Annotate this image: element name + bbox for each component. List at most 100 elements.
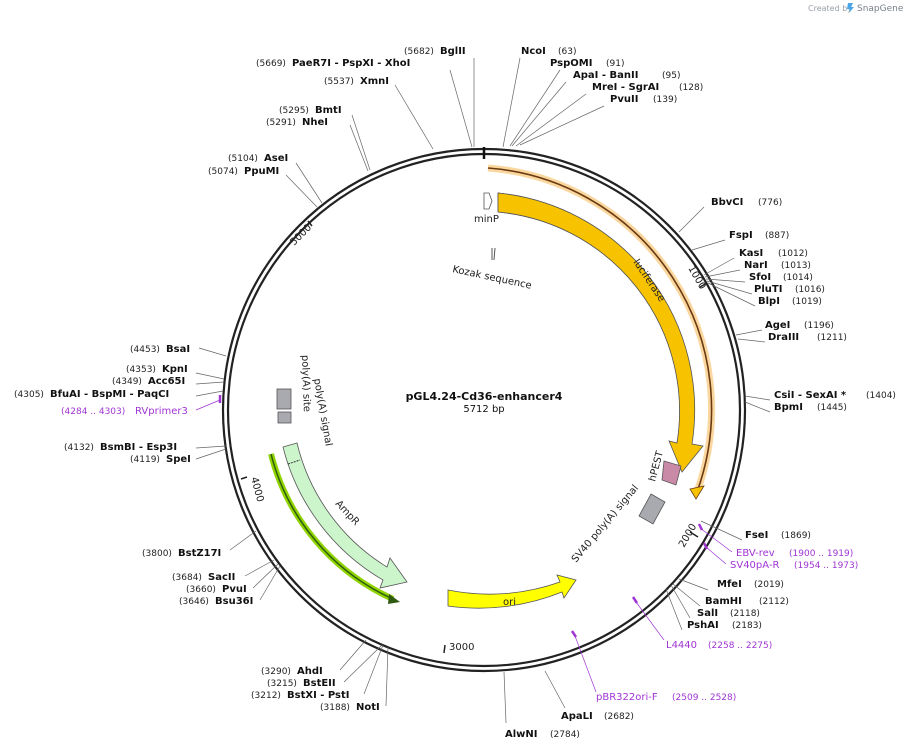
site-spei[interactable]: (4119)SpeI — [130, 454, 191, 465]
site-bamhi[interactable]: BamHI(2112) — [705, 596, 789, 607]
svg-text:FspI: FspI — [729, 230, 753, 241]
svg-text:(2258 .. 2275): (2258 .. 2275) — [708, 641, 772, 651]
site-sali[interactable]: SalI(2118) — [697, 608, 760, 619]
site-paer7i-pspxi-xhoi[interactable]: (5669)PaeR7I - PspXI - XhoI — [256, 58, 410, 69]
site-pspomi[interactable]: PspOMI(91) — [550, 58, 624, 69]
svg-text:BpmI: BpmI — [774, 402, 803, 413]
site-alwni[interactable]: AlwNI(2784) — [505, 729, 580, 740]
site-bsteii[interactable]: (3215) BstEII — [267, 678, 336, 689]
primer-ebv-rev[interactable]: EBV-rev(1900 .. 1919) — [736, 548, 853, 559]
sv40-box — [638, 493, 666, 525]
site-acc65i[interactable]: (4349)Acc65I — [112, 376, 185, 387]
site-sacii[interactable]: (3684) SacII — [172, 572, 235, 583]
svg-text:(3684): (3684) — [172, 573, 202, 583]
site-pluti[interactable]: PluTI(1016) — [754, 284, 825, 295]
svg-text:(776): (776) — [758, 198, 782, 208]
svg-text:(1869): (1869) — [781, 531, 811, 541]
site-bglii[interactable]: (5682)BglII — [404, 46, 466, 57]
svg-text:PspOMI: PspOMI — [550, 58, 592, 69]
svg-text:(5669): (5669) — [256, 59, 286, 69]
minp-arrow — [483, 192, 493, 210]
svg-text:(887): (887) — [765, 231, 789, 241]
site-bstz17i[interactable]: (3800)BstZ17I — [142, 548, 221, 559]
svg-text:BsmBI - Esp3I: BsmBI - Esp3I — [100, 442, 177, 453]
site-pshai[interactable]: PshAI(2183) — [687, 620, 762, 631]
site-bsu36i[interactable]: (3646)Bsu36I — [179, 596, 253, 607]
site-bsmbi-esp3i[interactable]: (4132)BsmBI - Esp3I — [64, 442, 177, 453]
svg-text:EBV-rev: EBV-rev — [736, 548, 775, 559]
polya-signal-box — [277, 411, 292, 424]
primer-sv40pa-r[interactable]: SV40pA-R(1954 .. 1973) — [730, 560, 858, 571]
site-ahdi[interactable]: (3290)AhdI — [261, 666, 323, 677]
site-bpmi[interactable]: BpmI (1445) — [774, 402, 847, 413]
svg-text:(3646): (3646) — [179, 597, 209, 607]
svg-text:(1211): (1211) — [817, 333, 847, 343]
svg-text:(3212): (3212) — [251, 691, 281, 701]
svg-text:L4440: L4440 — [666, 640, 697, 651]
site-agei[interactable]: AgeI (1196) — [765, 320, 834, 331]
svg-text:SpeI: SpeI — [166, 454, 191, 465]
primer-rvprimer3[interactable]: (4284 .. 4303)RVprimer3 — [61, 406, 188, 417]
site-fsei[interactable]: FseI(1869) — [745, 530, 811, 541]
svg-text:NcoI: NcoI — [521, 46, 546, 57]
svg-text:(5104): (5104) — [228, 154, 258, 164]
site-bbvci[interactable]: BbvCI (776) — [711, 197, 782, 208]
site-kasi[interactable]: KasI(1012) — [739, 248, 808, 259]
site-bstxi-psti[interactable]: (3212)BstXI - PstI — [251, 690, 350, 701]
svg-text:AgeI: AgeI — [765, 320, 790, 331]
site-mrei-sgrai[interactable]: MreI - SgrAI(128) — [592, 82, 703, 93]
svg-text:(3290): (3290) — [261, 667, 291, 677]
site-pvui[interactable]: (3660) PvuI — [186, 584, 247, 595]
svg-text:BstEII: BstEII — [303, 678, 336, 689]
site-bmti[interactable]: (5295)BmtI — [279, 105, 342, 116]
svg-text:SalI: SalI — [697, 608, 718, 619]
ori-label: ori — [503, 597, 516, 608]
site-noti[interactable]: (3188)NotI — [320, 702, 380, 713]
site-fspi[interactable]: FspI (887) — [729, 230, 789, 241]
site-bfuai-bspmi-paqci[interactable]: (4305)BfuAI - BspMI - PaqCI — [14, 389, 169, 400]
svg-text:PvuI: PvuI — [222, 584, 247, 595]
svg-text:(1404): (1404) — [866, 391, 896, 401]
svg-text:ApaLI: ApaLI — [561, 711, 593, 722]
svg-text:(3215): (3215) — [267, 679, 297, 689]
site-kpni[interactable]: (4353)KpnI — [126, 364, 188, 375]
site-xmni[interactable]: (5537)XmnI — [324, 76, 389, 87]
site-draiii[interactable]: DraIII (1211) — [768, 332, 847, 343]
leader-lines — [195, 57, 771, 724]
site-pvuii[interactable]: PvuII(139) — [610, 94, 677, 105]
svg-text:(3660): (3660) — [186, 585, 216, 595]
svg-text:BbvCI: BbvCI — [711, 197, 743, 208]
svg-text:DraIII: DraIII — [768, 332, 799, 343]
site-apali[interactable]: ApaLI(2682) — [561, 711, 634, 722]
site-nari[interactable]: NarI(1013) — [744, 260, 811, 271]
site-apai-banii[interactable]: ApaI - BanII(95) — [573, 70, 680, 81]
svg-text:(95): (95) — [662, 71, 680, 81]
right-sites: NcoI(63) PspOMI(91) ApaI - BanII(95) Mre… — [505, 46, 896, 740]
site-asei[interactable]: (5104)AseI — [228, 153, 288, 164]
svg-text:5000: 5000 — [288, 222, 314, 248]
svg-text:(1196): (1196) — [804, 321, 834, 331]
site-csii-sexai[interactable]: CsiI - SexAI *(1404) — [774, 390, 896, 401]
site-blpi[interactable]: BlpI(1019) — [758, 296, 822, 307]
site-sfoi[interactable]: SfoI(1014) — [749, 272, 813, 283]
svg-text:KpnI: KpnI — [162, 364, 188, 375]
svg-text:(1445): (1445) — [817, 403, 847, 413]
svg-text:RVprimer3: RVprimer3 — [135, 406, 188, 417]
site-ncoi[interactable]: NcoI(63) — [521, 46, 576, 57]
svg-text:NotI: NotI — [356, 702, 380, 713]
primer-pbr322ori-f[interactable]: pBR322ori-F(2509 .. 2528) — [596, 692, 736, 703]
primer-labels: (4284 .. 4303)RVprimer3 EBV-rev(1900 .. … — [61, 406, 858, 703]
svg-text:(2183): (2183) — [732, 621, 762, 631]
svg-text:(2784): (2784) — [550, 730, 580, 740]
polya-site-box — [276, 388, 292, 410]
site-ppumi[interactable]: (5074)PpuMI — [208, 166, 279, 177]
svg-text:SacII: SacII — [208, 572, 235, 583]
primer-l4440[interactable]: L4440 (2258 .. 2275) — [666, 640, 772, 651]
site-bsai[interactable]: (4453)BsaI — [130, 344, 190, 355]
svg-text:PpuMI: PpuMI — [244, 166, 279, 177]
credit-prefix: Created by — [808, 4, 852, 13]
site-nhei[interactable]: (5291)NheI — [266, 117, 328, 128]
svg-text:MreI - SgrAI: MreI - SgrAI — [592, 82, 659, 93]
snapgene-logo-icon — [847, 3, 854, 13]
site-mfei[interactable]: MfeI(2019) — [717, 579, 784, 590]
